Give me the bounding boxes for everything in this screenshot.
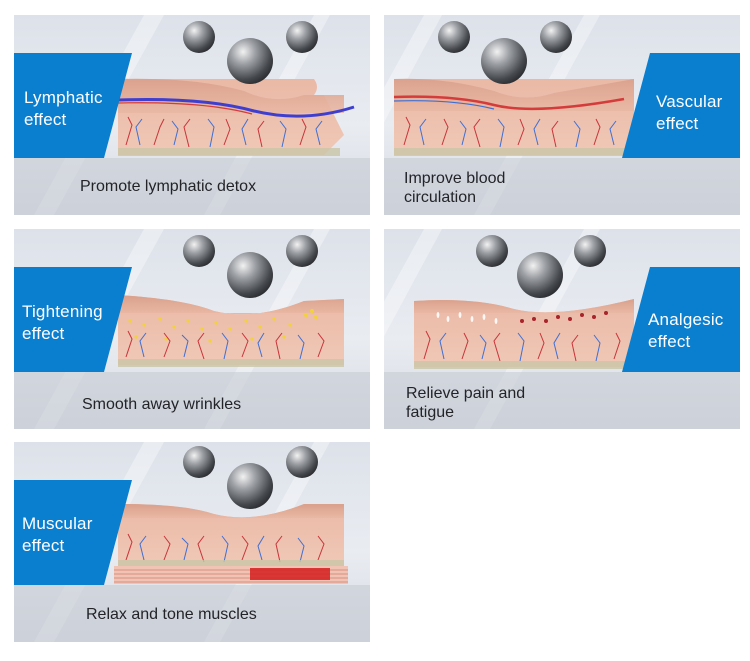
effect-caption: Promote lymphatic detox — [80, 178, 257, 195]
effect-label: Tightening effect — [22, 302, 103, 343]
effect-caption: Relax and tone muscles — [86, 606, 257, 623]
analgesic-effect-panel: Analgesic effect Relieve pain and fatigu… — [384, 229, 740, 429]
muscular-illustration — [14, 442, 370, 642]
tightening-effect-panel: Tightening effect Smooth away wrinkles — [14, 229, 370, 429]
effect-caption: Smooth away wrinkles — [82, 396, 242, 413]
lymphatic-illustration — [14, 15, 370, 215]
vascular-illustration — [384, 15, 740, 215]
vascular-effect-panel: Vascular effect Improve blood circulatio… — [384, 15, 740, 215]
effect-label: Analgesic effect — [648, 310, 724, 351]
analgesic-illustration — [384, 229, 740, 429]
effect-label: Vascular effect — [656, 92, 723, 133]
effect-caption: Relieve pain and fatigue — [406, 385, 526, 421]
effect-caption: Improve blood circulation — [404, 170, 506, 206]
tightening-illustration — [14, 229, 370, 429]
muscular-effect-panel: Muscular effect Relax and tone muscles — [14, 442, 370, 642]
effect-label: Lymphatic effect — [24, 88, 103, 129]
lymphatic-effect-panel: Lymphatic effect Promote lymphatic detox — [14, 15, 370, 215]
effect-label: Muscular effect — [22, 514, 93, 555]
